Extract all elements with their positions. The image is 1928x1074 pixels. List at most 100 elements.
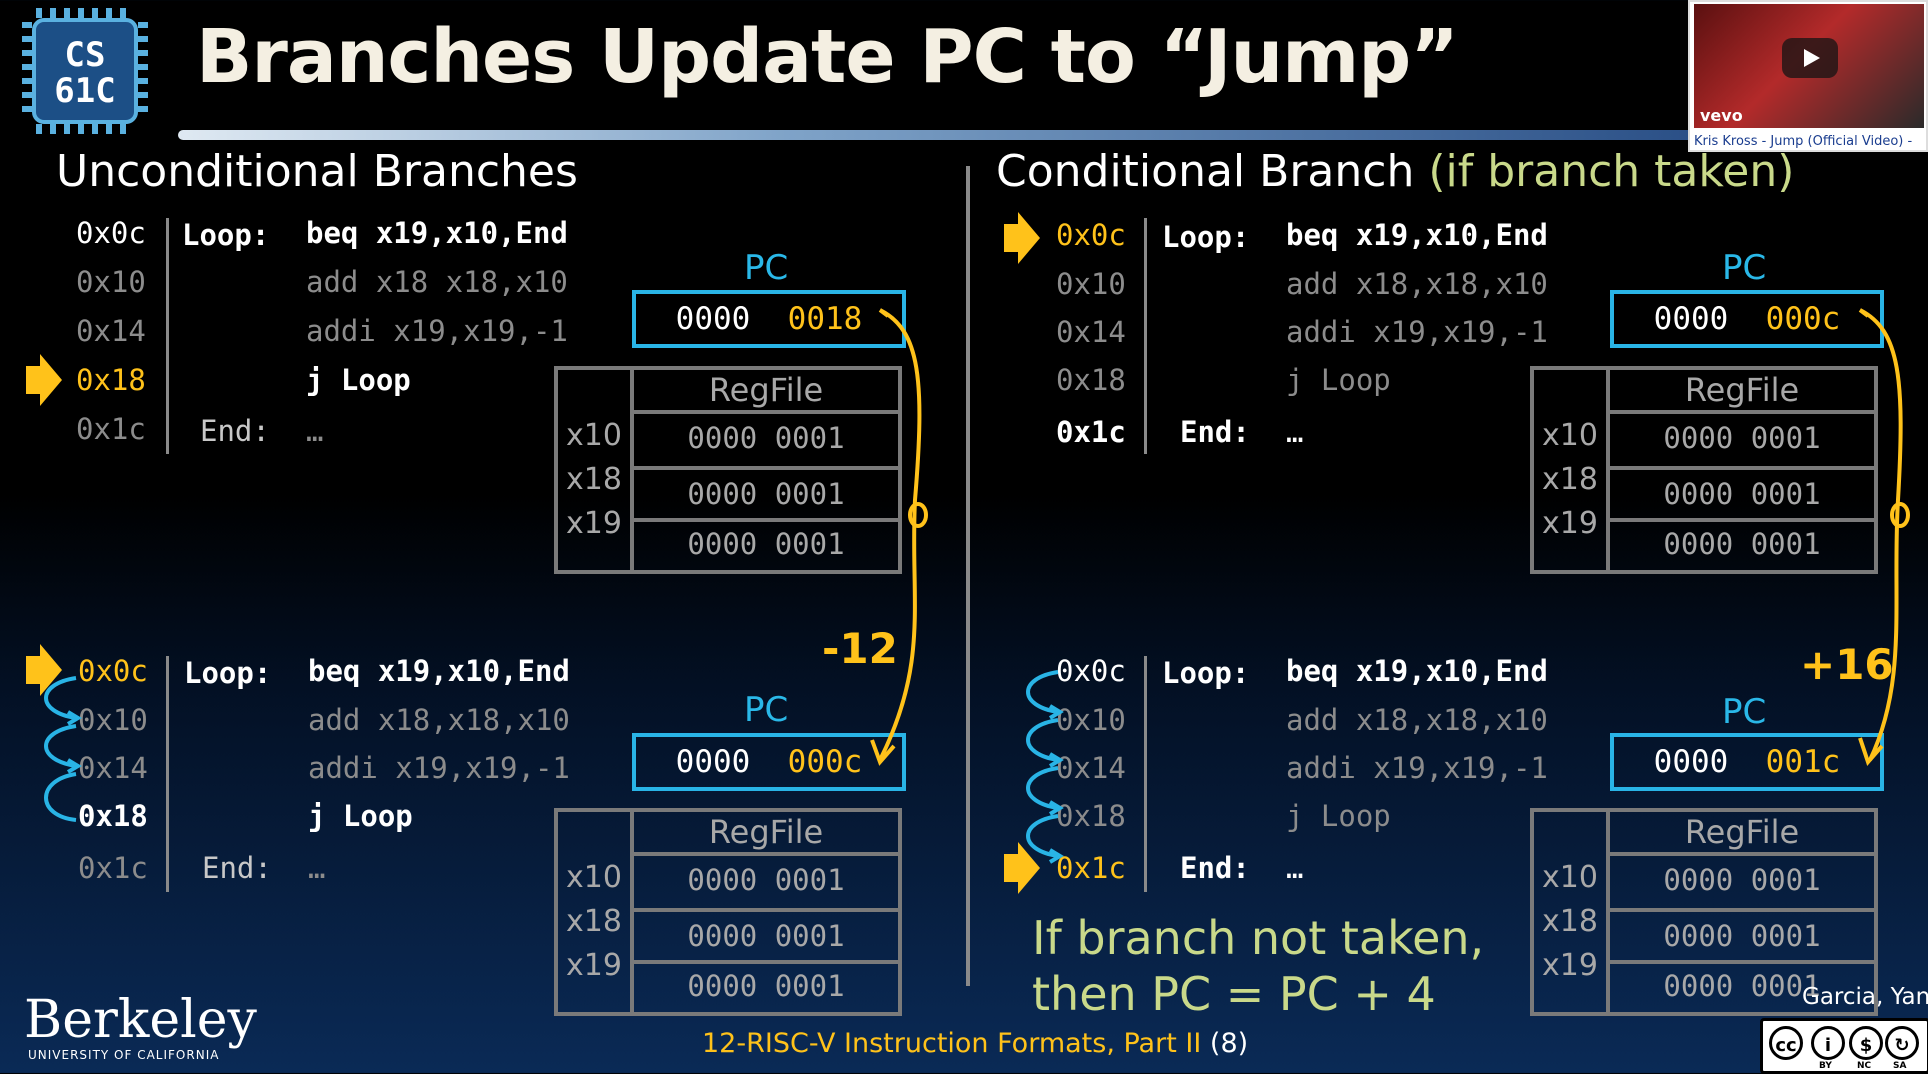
regfile-title: RegFile <box>1610 812 1874 856</box>
instruction: j Loop <box>306 363 411 397</box>
page-number: (8) <box>1209 1028 1249 1059</box>
regfile-names-column <box>1534 812 1610 1012</box>
title-underline <box>178 130 1698 140</box>
pc-register-box: 0000 000c <box>1610 290 1884 348</box>
instruction: add x18,x18,x10 <box>1286 267 1548 301</box>
code-label: End: <box>1180 415 1250 449</box>
pc-label: PC <box>744 690 789 730</box>
reg-name: x10 <box>1542 418 1598 453</box>
address: 0x10 <box>76 265 146 299</box>
address: 0x0c <box>1056 654 1126 688</box>
footer-lecture: 12-RISC-V Instruction Formats, Part II (… <box>702 1028 1248 1059</box>
conditional-heading-main: Conditional Branch <box>996 146 1415 197</box>
regfile-separator <box>1610 518 1874 522</box>
reg-value: 0000 0001 <box>1663 863 1821 897</box>
pc-register-box: 0000 000c <box>632 733 906 791</box>
reg-name: x18 <box>566 904 622 939</box>
license-by: BY <box>1819 1061 1832 1071</box>
license-nc: NC <box>1857 1061 1872 1071</box>
reg-name: x18 <box>566 462 622 497</box>
pc-update-arrow-icon <box>870 308 928 766</box>
regfile-title: RegFile <box>634 812 898 856</box>
authors: Garcia, Yan <box>1802 984 1928 1010</box>
instruction: addi x19,x19,-1 <box>1286 751 1548 785</box>
unconditional-heading: Unconditional Branches <box>56 146 578 197</box>
address: 0x0c <box>1056 218 1126 252</box>
instruction: … <box>306 414 324 448</box>
code-label: Loop: <box>1162 656 1250 690</box>
logo-line1: CS <box>65 35 106 75</box>
berkeley-subtitle: UNIVERSITY OF CALIFORNIA <box>28 1048 220 1062</box>
code-label: End: <box>200 414 270 448</box>
regfile-separator <box>1610 466 1874 470</box>
reg-name: x10 <box>566 418 622 453</box>
pc-label: PC <box>1722 692 1767 732</box>
instruction: addi x19,x19,-1 <box>1286 315 1548 349</box>
regfile: RegFile x10 x18 x19 0000 0001 0000 0001 … <box>1530 366 1878 574</box>
regfile-separator <box>634 466 898 470</box>
address: 0x14 <box>76 314 146 348</box>
cc-license-badge[interactable]: cc i $ ↻ BY NC SA <box>1760 1018 1928 1074</box>
address: 0x10 <box>78 703 148 737</box>
code-label: Loop: <box>182 218 270 252</box>
address: 0x1c <box>1056 415 1126 449</box>
regfile-separator <box>634 518 898 522</box>
regfile-separator <box>1610 960 1874 964</box>
not-taken-line2: then PC = PC + 4 <box>1032 967 1436 1021</box>
regfile-separator <box>634 908 898 912</box>
address: 0x0c <box>78 654 148 688</box>
code-label: Loop: <box>1162 220 1250 254</box>
regfile-names-column <box>558 812 634 1012</box>
pc-update-arrow-icon <box>1858 308 1910 766</box>
pc-high: 0000 <box>1653 301 1729 337</box>
regfile: RegFile x10 x18 x19 0000 0001 0000 0001 … <box>554 808 902 1016</box>
pc-high: 0000 <box>675 744 751 780</box>
address: 0x14 <box>78 751 148 785</box>
instruction: beq x19,x10,End <box>308 654 570 688</box>
instruction: j Loop <box>1286 363 1391 397</box>
video-thumbnail[interactable]: vevo Kris Kross - Jump (Official Video) … <box>1688 0 1928 152</box>
current-pc-arrow-icon <box>1004 842 1040 894</box>
address: 0x18 <box>1056 363 1126 397</box>
nc-icon: $ <box>1849 1026 1883 1060</box>
column-divider <box>966 166 970 986</box>
address: 0x1c <box>1056 851 1126 885</box>
regfile-separator <box>1610 908 1874 912</box>
regfile-separator <box>634 960 898 964</box>
current-pc-arrow-icon <box>26 354 62 406</box>
reg-name: x19 <box>566 506 622 541</box>
instruction: beq x19,x10,End <box>306 216 568 250</box>
current-pc-arrow-icon <box>1004 212 1040 264</box>
regfile-names-column <box>1534 370 1610 570</box>
cs61c-logo: CS 61C <box>22 8 148 134</box>
pc-low: 000c <box>1765 301 1841 337</box>
video-caption[interactable]: Kris Kross - Jump (Official Video) - <box>1694 134 1913 149</box>
by-icon: i <box>1811 1026 1845 1060</box>
reg-name: x19 <box>566 948 622 983</box>
pc-low: 000c <box>787 744 863 780</box>
reg-name: x18 <box>1542 904 1598 939</box>
address: 0x14 <box>1056 751 1126 785</box>
address: 0x10 <box>1056 267 1126 301</box>
not-taken-line1: If branch not taken, <box>1032 911 1485 965</box>
logo-line2: 61C <box>54 71 115 111</box>
instruction: j Loop <box>1286 799 1391 833</box>
instruction: add x18,x18,x10 <box>308 703 570 737</box>
regfile-names-column <box>558 370 634 570</box>
pc-register-box: 0000 0018 <box>632 290 906 348</box>
address: 0x18 <box>78 799 148 833</box>
pc-high: 0000 <box>675 301 751 337</box>
sequential-flow-arrows-icon <box>1026 670 1064 864</box>
address: 0x0c <box>76 216 146 250</box>
vevo-logo: vevo <box>1700 106 1743 125</box>
play-icon[interactable] <box>1782 38 1838 78</box>
address: 0x18 <box>76 363 146 397</box>
reg-name: x19 <box>1542 506 1598 541</box>
reg-value: 0000 0001 <box>687 477 845 511</box>
regfile: RegFile x10 x18 x19 0000 0001 0000 0001 … <box>1530 808 1878 1016</box>
address: 0x1c <box>78 851 148 885</box>
instruction: add x18,x18,x10 <box>1286 703 1548 737</box>
reg-name: x10 <box>566 860 622 895</box>
code-divider <box>166 656 169 892</box>
instruction: add x18 x18,x10 <box>306 265 568 299</box>
